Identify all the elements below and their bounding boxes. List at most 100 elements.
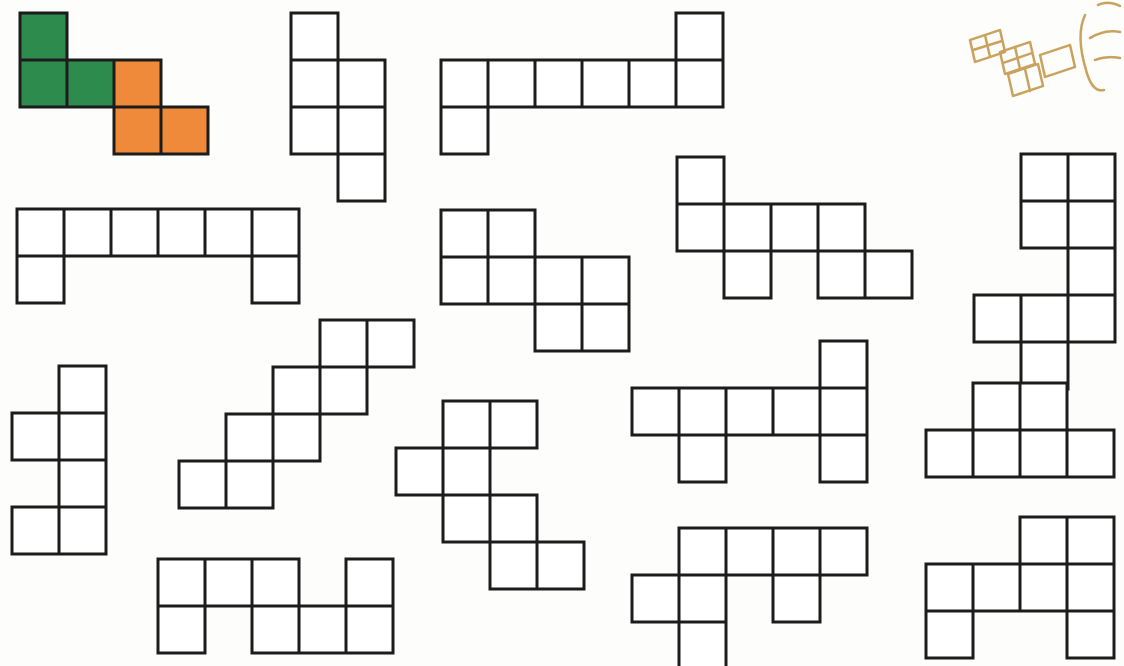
net-7-face-3 bbox=[724, 204, 771, 251]
net-5-face-1 bbox=[17, 209, 64, 256]
net-6-face-3 bbox=[441, 257, 488, 304]
net-14-face-8 bbox=[679, 622, 726, 666]
net-14-face-1 bbox=[679, 528, 726, 575]
net-7-face-5 bbox=[818, 204, 865, 251]
net-5-face-7 bbox=[17, 256, 64, 303]
net-4-face-5 bbox=[1068, 248, 1115, 295]
net-5-face-4 bbox=[158, 209, 205, 256]
net-5 bbox=[17, 209, 299, 303]
net-12 bbox=[396, 401, 584, 589]
net-12-face-4 bbox=[443, 448, 490, 495]
net-8-face-4 bbox=[59, 460, 106, 507]
net-2-face-3 bbox=[338, 60, 385, 107]
net-9-face-6 bbox=[273, 414, 320, 461]
net-7-face-4 bbox=[771, 204, 818, 251]
net-6-face-4 bbox=[488, 257, 535, 304]
net-3-face-4 bbox=[535, 60, 582, 107]
net-11-face-6 bbox=[1067, 430, 1114, 477]
net-2-face-4 bbox=[291, 107, 338, 154]
net-9-face-1 bbox=[320, 320, 367, 367]
net-6-face-6 bbox=[582, 257, 629, 304]
net-3-face-6 bbox=[629, 60, 676, 107]
net-4-face-2 bbox=[1068, 154, 1115, 201]
net-13-face-7 bbox=[299, 606, 346, 653]
net-3-face-1 bbox=[676, 13, 723, 60]
net-15-face-6 bbox=[1067, 564, 1114, 611]
net-12-face-8 bbox=[537, 542, 584, 589]
net-7-face-1 bbox=[677, 157, 724, 204]
net-11-face-2 bbox=[1020, 383, 1067, 430]
net-11 bbox=[926, 383, 1114, 477]
net-10-face-8 bbox=[820, 435, 867, 482]
net-9-face-3 bbox=[273, 367, 320, 414]
net-2 bbox=[291, 13, 385, 201]
net-9-face-2 bbox=[367, 320, 414, 367]
net-9 bbox=[179, 320, 414, 508]
net-15-face-1 bbox=[1020, 517, 1067, 564]
net-13-face-2 bbox=[205, 559, 252, 606]
net-colored-face-5 bbox=[114, 107, 161, 154]
net-10-face-2 bbox=[632, 388, 679, 435]
net-11-face-1 bbox=[973, 383, 1020, 430]
net-4-face-1 bbox=[1021, 154, 1068, 201]
net-3-face-3 bbox=[488, 60, 535, 107]
net-8-face-1 bbox=[59, 366, 106, 413]
net-14-face-6 bbox=[679, 575, 726, 622]
net-14-face-2 bbox=[726, 528, 773, 575]
net-8-face-6 bbox=[12, 507, 59, 554]
net-12-face-1 bbox=[443, 401, 490, 448]
net-5-face-8 bbox=[252, 256, 299, 303]
net-10-face-7 bbox=[679, 435, 726, 482]
net-6 bbox=[441, 210, 629, 351]
net-14-face-5 bbox=[632, 575, 679, 622]
net-13-face-8 bbox=[346, 606, 393, 653]
net-6-face-1 bbox=[441, 210, 488, 257]
net-2-face-2 bbox=[291, 60, 338, 107]
net-6-face-2 bbox=[488, 210, 535, 257]
net-7-face-8 bbox=[865, 251, 912, 298]
net-14 bbox=[632, 528, 867, 666]
net-7-face-2 bbox=[677, 204, 724, 251]
net-10-face-3 bbox=[679, 388, 726, 435]
net-2-face-5 bbox=[338, 107, 385, 154]
net-10-face-1 bbox=[820, 341, 867, 388]
publisher-logo bbox=[970, 3, 1120, 96]
net-13-face-1 bbox=[158, 559, 205, 606]
net-9-face-7 bbox=[179, 461, 226, 508]
net-2-face-1 bbox=[291, 13, 338, 60]
net-5-face-3 bbox=[111, 209, 158, 256]
net-13-face-5 bbox=[158, 606, 205, 653]
net-8-face-5 bbox=[59, 507, 106, 554]
net-8-face-3 bbox=[12, 413, 59, 460]
net-15-face-7 bbox=[926, 611, 973, 658]
net-4-face-7 bbox=[1068, 295, 1115, 342]
net-10-face-6 bbox=[820, 388, 867, 435]
net-15 bbox=[926, 517, 1114, 658]
net-2-face-6 bbox=[338, 154, 385, 201]
net-3-face-5 bbox=[582, 60, 629, 107]
net-colored-face-2 bbox=[20, 60, 67, 107]
net-13-face-4 bbox=[346, 559, 393, 606]
net-12-face-5 bbox=[443, 495, 490, 542]
net-11-face-4 bbox=[973, 430, 1020, 477]
net-colored-face-1 bbox=[20, 13, 67, 60]
net-3-face-7 bbox=[676, 60, 723, 107]
net-colored bbox=[20, 13, 208, 154]
net-4-face-4 bbox=[1068, 201, 1115, 248]
net-10 bbox=[632, 341, 867, 482]
net-6-face-7 bbox=[535, 304, 582, 351]
net-11-face-5 bbox=[1020, 430, 1067, 477]
net-6-face-5 bbox=[535, 257, 582, 304]
net-colored-face-6 bbox=[161, 107, 208, 154]
net-4-face-6 bbox=[1021, 295, 1068, 342]
net-15-face-5 bbox=[1020, 564, 1067, 611]
net-14-face-4 bbox=[820, 528, 867, 575]
net-12-face-6 bbox=[490, 495, 537, 542]
net-3 bbox=[441, 13, 723, 154]
net-12-face-7 bbox=[490, 542, 537, 589]
nets-layer bbox=[12, 13, 1115, 666]
net-12-face-2 bbox=[490, 401, 537, 448]
net-9-face-8 bbox=[226, 461, 273, 508]
net-5-face-6 bbox=[252, 209, 299, 256]
